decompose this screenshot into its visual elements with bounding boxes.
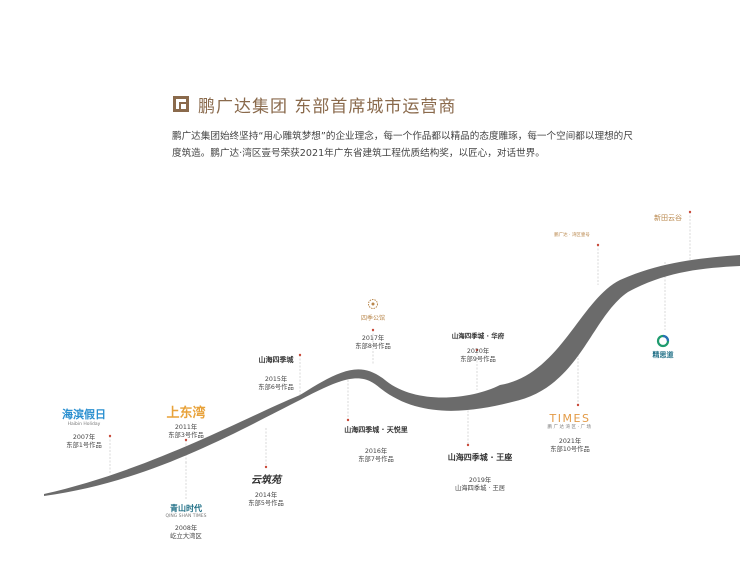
milestone-2020: 2020年东部9号作品 [460, 348, 496, 364]
company-description: 鹏广达集团始终坚持“用心雕筑梦想”的企业理念，每一个作品都以精品的态度雕琢，每一… [172, 131, 633, 159]
milestone-2015: 2015年东部6号作品 [258, 376, 294, 392]
brand-logo-times: TIMES 鹏广达湾区·广场 [547, 412, 593, 430]
flower-logo-icon [368, 299, 378, 309]
milestone-2011: 2011年东部3号作品 [168, 424, 204, 440]
brand-logo-qingshan: 青山时代 QING SHAN TIMES [165, 504, 207, 519]
ring-logo-icon [656, 334, 670, 348]
milestone-2021: 2021年东部10号作品 [550, 438, 590, 454]
milestone-2017: 2017年东部8号作品 [355, 335, 391, 351]
brand-logo-yunzhuyuan: 云筑苑 [251, 475, 281, 486]
brand-logo-xintian-yungu: 新田云谷 [654, 214, 682, 222]
milestone-2016: 2016年东部7号作品 [358, 448, 394, 464]
brand-logo-wangzuo: 山海四季城 · 王座 [447, 453, 513, 462]
brand-logo-tianyueli: 山海四季城 · 天悦里 [344, 426, 408, 434]
brand-logo-haibin: 海滨假日 Haibin Holiday [62, 408, 106, 427]
milestone-2014: 2014年东部5号作品 [248, 492, 284, 508]
milestone-2007: 2007年东部1号作品 [66, 434, 102, 450]
brand-logo-huafu: 山海四季城 · 华府 [451, 332, 505, 340]
brand-logo-siji-gongguan: 四季公馆 [360, 315, 386, 322]
header: 鹏广达集团 东部首席城市运营商 [172, 92, 457, 117]
brand-logo-icon [173, 96, 189, 112]
milestone-2008: 2008年屹立大湾区 [170, 525, 202, 541]
milestone-2019: 2019年山海四季城 · 王居 [454, 477, 506, 493]
brand-logo-shanhai-2015: 山海四季城 [258, 356, 294, 364]
brand-logo-wanqu-yihao: 鹏广达 · 湾区壹号 [554, 233, 590, 238]
page-title: 鹏广达集团 东部首席城市运营商 [198, 96, 457, 117]
growth-curve [44, 255, 740, 496]
brand-logo-shangdongwan: 上东湾 [166, 406, 206, 421]
brand-logo-jingsidao: 精思道 [652, 351, 674, 359]
